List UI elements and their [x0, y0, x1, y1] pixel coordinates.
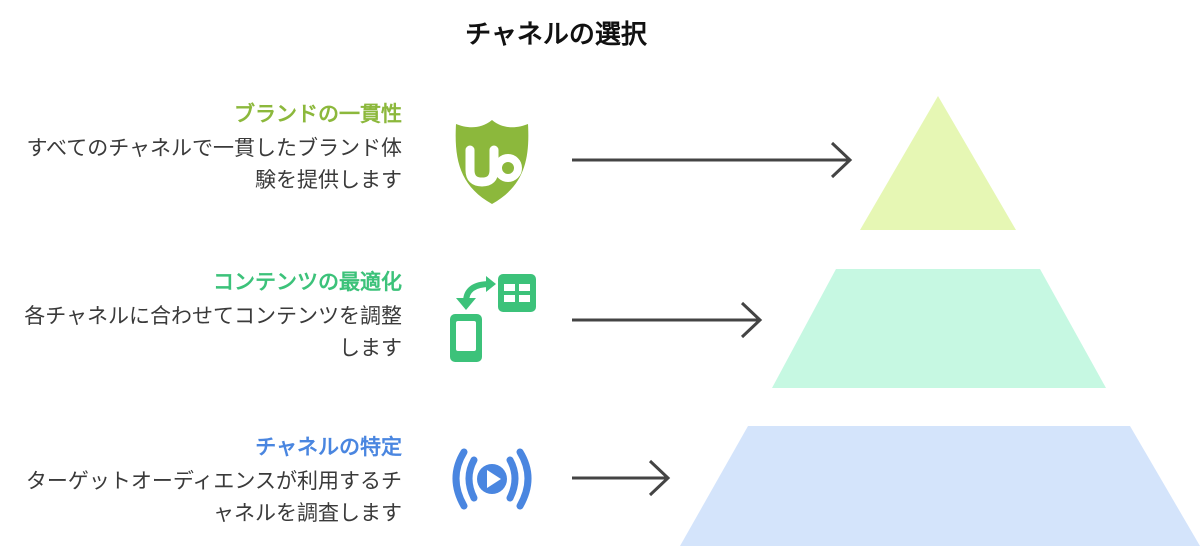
pyramid-tier-bottom	[680, 426, 1200, 546]
diagram-title: チャネルの選択	[465, 20, 647, 50]
phone-sync-icon	[450, 274, 536, 362]
arrow-2	[572, 301, 763, 339]
row-heading: チャネルの特定	[255, 435, 402, 459]
broadcast-play-icon	[452, 448, 532, 510]
row-description: ターゲットオーディエンスが利用するチ ャネルを調査します	[25, 469, 402, 525]
row-heading: ブランドの一貫性	[234, 102, 402, 126]
row-channel-identification: チャネルの特定 ターゲットオーディエンスが利用するチ ャネルを調査します	[0, 433, 402, 529]
shield-uo-icon	[455, 120, 529, 204]
arrow-1	[572, 141, 853, 179]
row-brand-consistency: ブランドの一貫性 すべてのチャネルで一貫したブランド体 験を提供します	[0, 100, 402, 196]
arrow-3	[572, 459, 671, 497]
pyramid-tier-middle	[772, 269, 1106, 388]
row-heading: コンテンツの最適化	[213, 270, 402, 294]
pyramid-tier-top	[860, 96, 1016, 230]
row-content-optimization: コンテンツの最適化 各チャネルに合わせてコンテンツを調整 します	[0, 268, 402, 364]
row-description: すべてのチャネルで一貫したブランド体 験を提供します	[26, 136, 402, 192]
row-description: 各チャネルに合わせてコンテンツを調整 します	[24, 304, 402, 360]
